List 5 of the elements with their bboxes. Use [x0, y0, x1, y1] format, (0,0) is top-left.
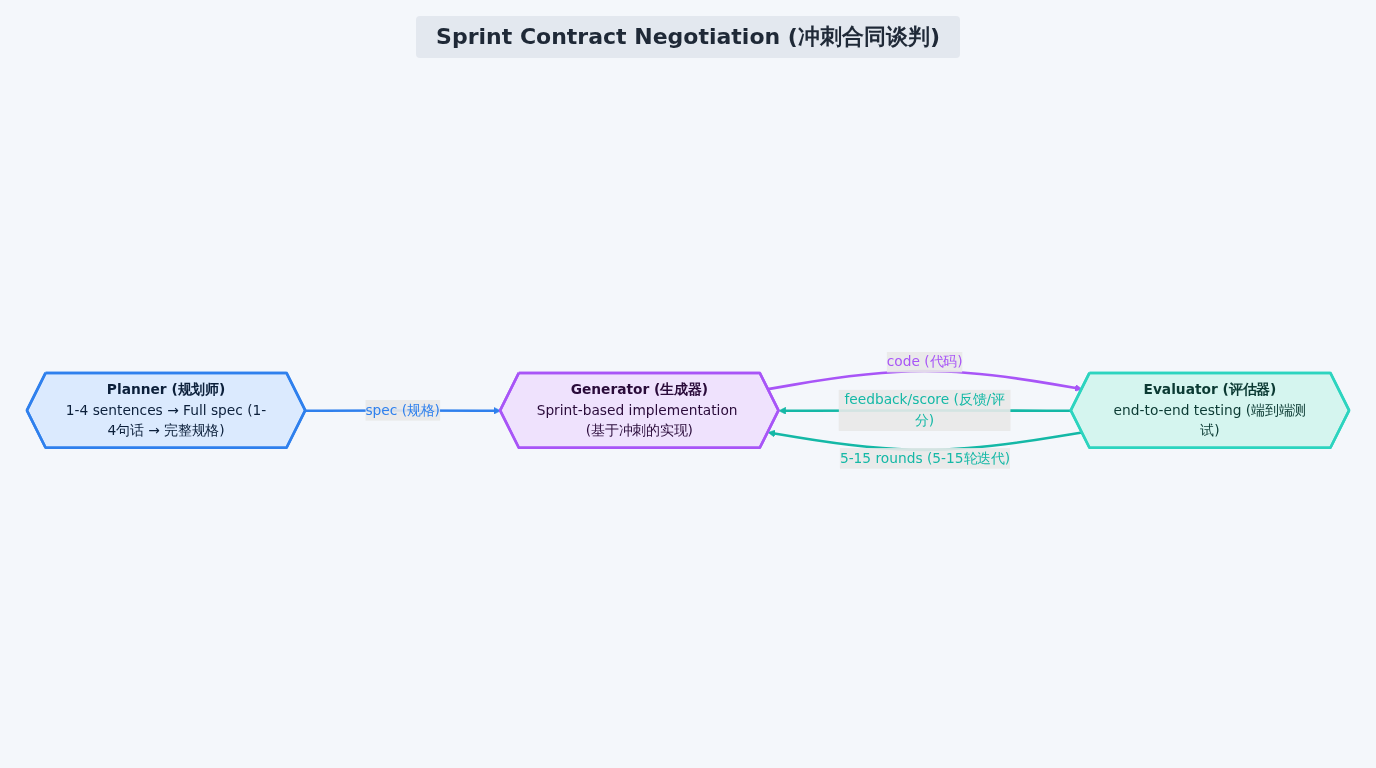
- edge-label: 5-15 rounds (5-15轮迭代): [839, 449, 1011, 466]
- edge-label: code (代码): [886, 353, 963, 370]
- edge-label: spec (规格): [365, 401, 440, 418]
- edge-label: feedback/score (反馈/评分): [844, 391, 1005, 429]
- banner-label: Sprint Contract Negotiation (冲刺合同谈判): [416, 16, 960, 58]
